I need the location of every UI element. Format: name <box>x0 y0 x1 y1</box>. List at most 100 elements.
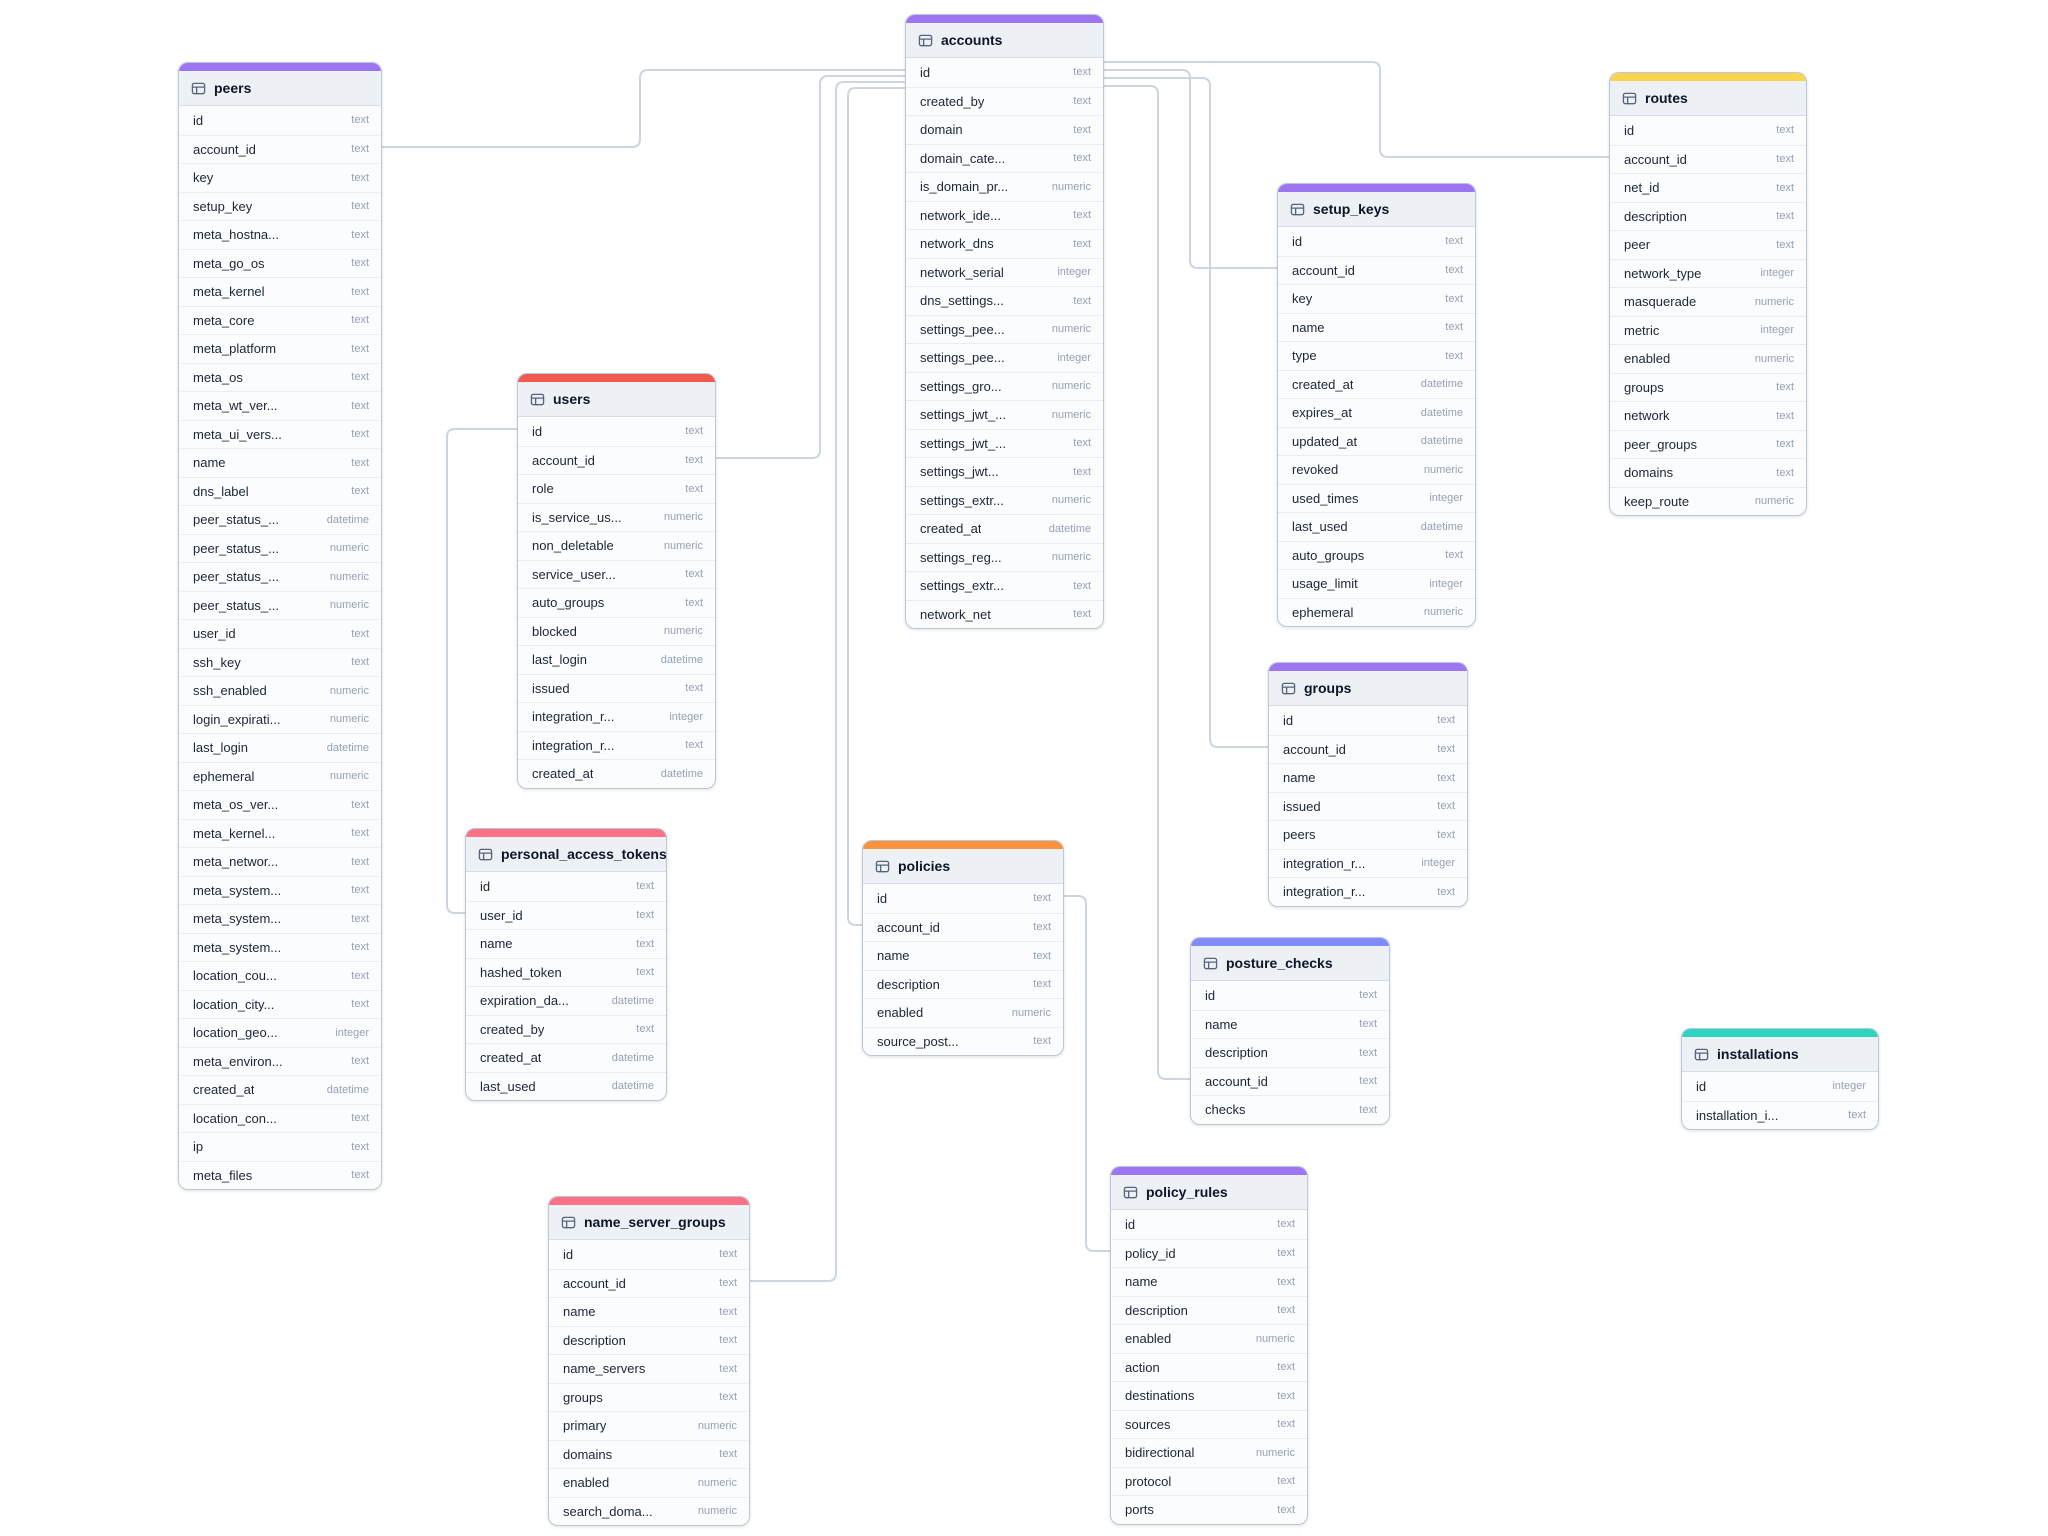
field-row-users-11[interactable]: integration_r...text <box>518 730 715 760</box>
field-row-accounts-4[interactable]: is_domain_pr...numeric <box>906 172 1103 201</box>
field-row-peers-27[interactable]: meta_system...text <box>179 875 381 905</box>
field-row-accounts-5[interactable]: network_ide...text <box>906 200 1103 230</box>
table-header[interactable]: peers <box>179 71 381 106</box>
relationship-line-accounts-setup_keys[interactable] <box>1101 69 1278 269</box>
table-header[interactable]: accounts <box>906 23 1103 58</box>
field-row-peers-32[interactable]: location_geo...integer <box>179 1018 381 1047</box>
field-row-accounts-8[interactable]: dns_settings...text <box>906 286 1103 315</box>
table-header[interactable]: personal_access_tokens <box>466 837 666 872</box>
table-header[interactable]: posture_checks <box>1191 946 1389 981</box>
relationship-line-policies-policy_rules[interactable] <box>1061 895 1111 1252</box>
relationship-line-users-accounts[interactable] <box>713 75 906 459</box>
field-row-peers-14[interactable]: peer_status_...datetime <box>179 505 381 534</box>
field-row-accounts-3[interactable]: domain_cate...text <box>906 143 1103 173</box>
field-row-peers-31[interactable]: location_city...text <box>179 989 381 1019</box>
field-row-accounts-12[interactable]: settings_jwt_...numeric <box>906 400 1103 429</box>
relationship-line-policies-accounts[interactable] <box>847 87 906 926</box>
field-row-peers-11[interactable]: meta_ui_vers...text <box>179 419 381 449</box>
field-row-accounts-18[interactable]: settings_extr...text <box>906 571 1103 600</box>
field-row-name_server_groups-9[interactable]: search_doma...numeric <box>549 1496 749 1526</box>
table-header[interactable]: policies <box>863 849 1063 884</box>
field-row-peers-28[interactable]: meta_system...text <box>179 904 381 933</box>
relationship-line-accounts-groups[interactable] <box>1101 77 1269 748</box>
table-header[interactable]: name_server_groups <box>549 1205 749 1240</box>
field-row-users-10[interactable]: integration_r...integer <box>518 702 715 731</box>
field-row-accounts-11[interactable]: settings_gro...numeric <box>906 371 1103 401</box>
relationship-line-peers-accounts[interactable] <box>379 69 906 148</box>
table-header[interactable]: policy_rules <box>1111 1175 1307 1210</box>
field-row-peers-30[interactable]: location_cou...text <box>179 961 381 990</box>
field-row-peers-26[interactable]: meta_networ...text <box>179 847 381 876</box>
field-row-accounts-15[interactable]: settings_extr...numeric <box>906 485 1103 515</box>
field-row-peers-29[interactable]: meta_system...text <box>179 932 381 962</box>
